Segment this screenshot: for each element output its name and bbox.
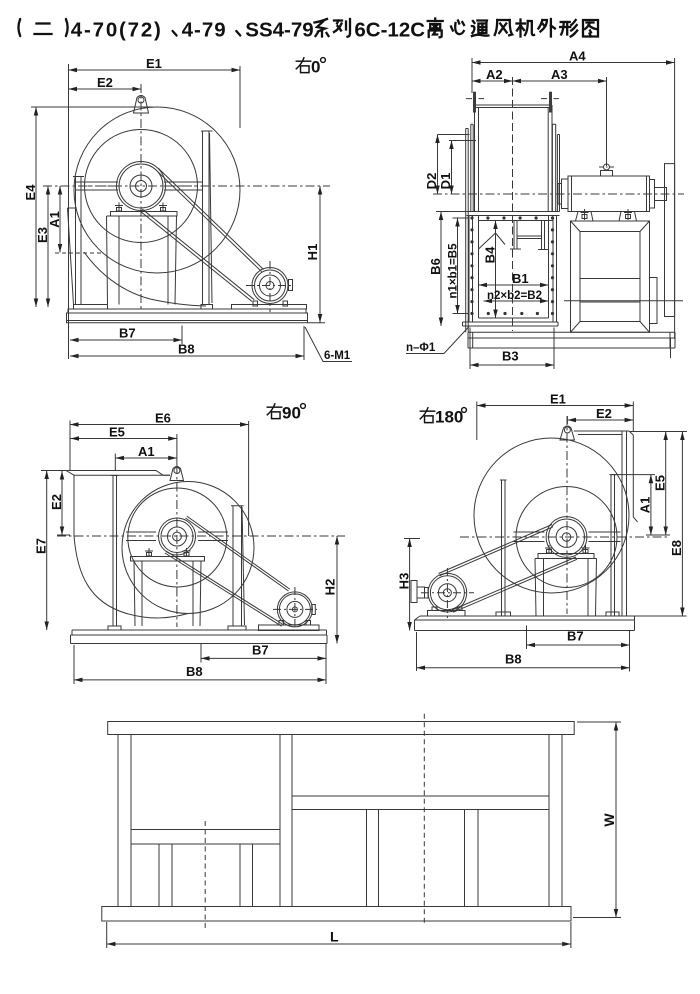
svg-text:SS4-79: SS4-79 [245,19,313,42]
svg-text:E7: E7 [34,538,49,554]
svg-text:D2: D2 [424,173,439,190]
svg-text:B7: B7 [252,643,269,658]
svg-text:E8: E8 [669,540,684,556]
svg-text:H1: H1 [305,244,320,261]
svg-text:B4: B4 [483,246,498,263]
svg-text:n–Φ1: n–Φ1 [406,342,436,354]
svg-text:B7: B7 [567,629,584,644]
svg-text:4-70(72): 4-70(72) [71,19,163,42]
svg-text:E5: E5 [653,475,668,491]
svg-text:A4: A4 [569,49,586,64]
svg-text:B8: B8 [186,664,203,679]
svg-text:B8: B8 [178,342,195,357]
svg-text:A1: A1 [47,211,62,228]
svg-text:B8: B8 [505,651,522,666]
svg-text:n1×b1=B5: n1×b1=B5 [448,243,460,299]
svg-text:0: 0 [311,58,320,77]
svg-text:n2×b2=B2: n2×b2=B2 [487,290,542,302]
svg-text:E1: E1 [550,392,566,407]
svg-text:4-79: 4-79 [182,19,227,42]
svg-text:H3: H3 [397,573,412,590]
svg-text:D1: D1 [438,173,453,190]
svg-text:6-M1: 6-M1 [324,350,351,362]
svg-text:A2: A2 [486,67,503,82]
svg-text:B7: B7 [119,326,136,341]
svg-text:A1: A1 [638,497,653,514]
svg-text:W: W [601,813,617,827]
svg-text:A1: A1 [138,444,155,459]
svg-text:180: 180 [435,408,463,427]
svg-text:6C-12C: 6C-12C [354,19,425,42]
svg-text:E1: E1 [146,56,162,71]
svg-text:B1: B1 [512,271,529,286]
svg-text:E2: E2 [596,406,612,421]
svg-text:H2: H2 [323,579,338,596]
svg-text:L: L [330,929,339,945]
svg-text:E3: E3 [35,227,50,243]
svg-text:E5: E5 [109,425,125,440]
svg-text:90: 90 [282,404,301,423]
svg-text:E4: E4 [23,184,38,201]
svg-text:E2: E2 [49,494,64,510]
svg-text:E6: E6 [155,411,171,426]
svg-text:B6: B6 [428,258,443,275]
svg-text:B3: B3 [502,349,519,364]
svg-text:E2: E2 [97,75,113,90]
svg-text:A3: A3 [551,67,568,82]
